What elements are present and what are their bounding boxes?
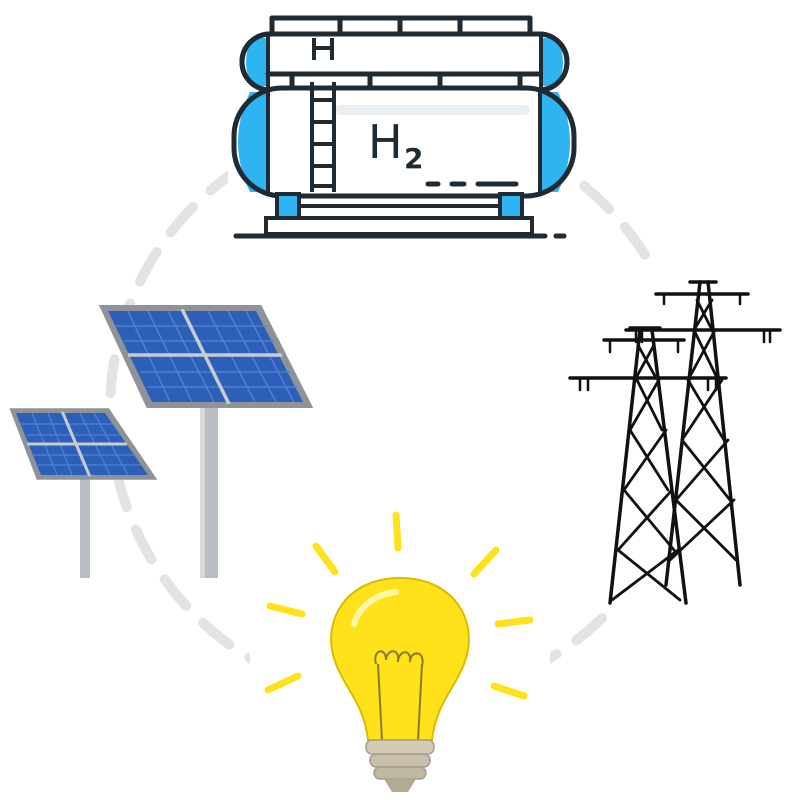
- light-bulb-icon: [250, 505, 550, 800]
- hydrogen-tank-icon: H 2: [228, 10, 578, 245]
- hydrogen-label: H: [368, 115, 403, 169]
- solar-panels-icon: [9, 305, 314, 578]
- power-transmission-towers-icon: [568, 270, 790, 610]
- hydrogen-subscript: 2: [404, 142, 423, 175]
